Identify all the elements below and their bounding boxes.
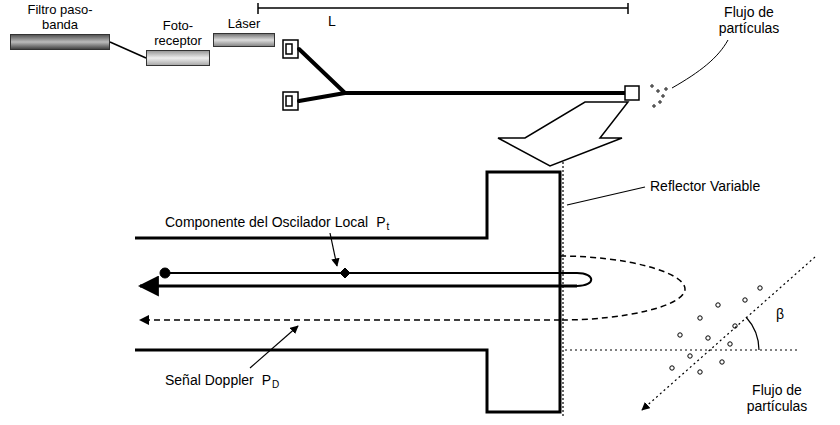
signal-symbol: P	[376, 214, 385, 230]
zoom-arrow	[498, 102, 628, 166]
leader-line	[567, 187, 645, 205]
signal-subscript: t	[386, 221, 389, 232]
leader-line	[250, 326, 298, 368]
laser-source: Láser	[213, 16, 275, 47]
local-oscillator-beam	[140, 233, 591, 286]
variable-reflector	[562, 162, 563, 418]
particle-flow-top	[651, 40, 728, 107]
dimension-label: L	[328, 13, 336, 29]
probe-housing	[135, 172, 560, 412]
probe-head	[625, 86, 639, 100]
signal-label: Señal Doppler	[165, 372, 254, 388]
signal-subscript: D	[272, 379, 279, 390]
signal-symbol: P	[262, 372, 271, 388]
photoreceiver: Foto- receptor	[146, 18, 210, 66]
signal-label: Componente del Oscilador Local	[165, 214, 368, 230]
doppler-signal	[140, 256, 685, 320]
fiber-connector	[283, 40, 298, 110]
dimension-line	[258, 3, 628, 14]
device-body	[146, 50, 210, 66]
part-label: Reflector Variable	[650, 178, 760, 194]
device-body	[10, 34, 110, 50]
device-label: Filtro paso- banda	[15, 2, 105, 32]
angle-label: β	[776, 306, 784, 322]
signal-wire	[110, 42, 146, 58]
flow-label: Flujo de partículas	[738, 382, 816, 414]
bandpass-filter: Filtro paso- banda	[10, 2, 110, 50]
device-body	[213, 33, 275, 47]
optical-fiber	[299, 49, 625, 101]
device-label: Foto- receptor	[146, 18, 210, 48]
flow-label: Flujo de partículas	[710, 4, 788, 36]
device-label: Láser	[213, 16, 275, 31]
